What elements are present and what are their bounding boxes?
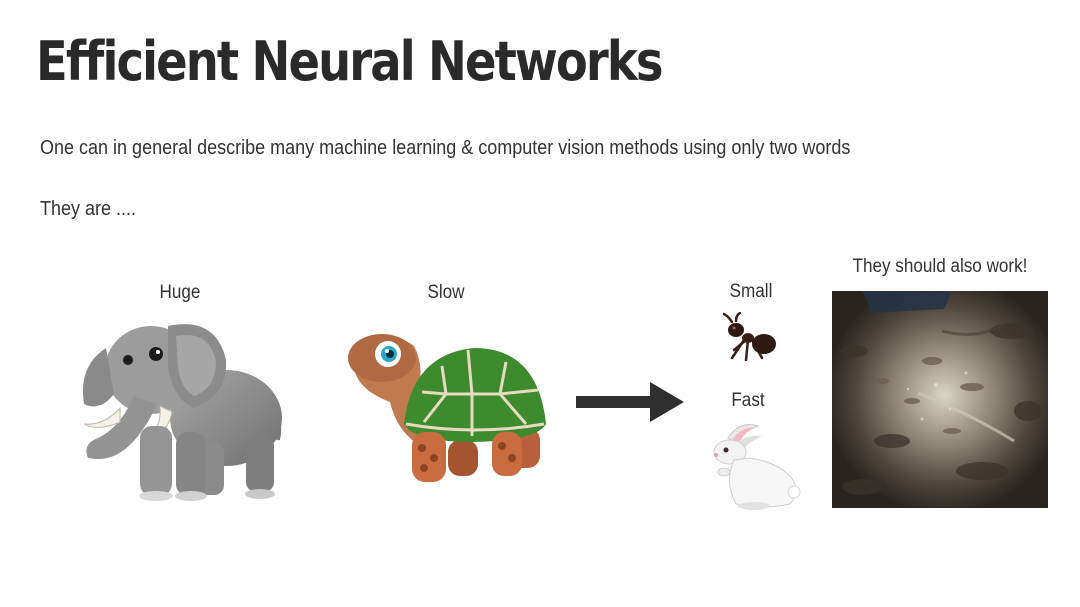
label-work: They should also work! [852,256,1028,277]
label-slow: Slow [427,282,465,303]
label-huge: Huge [159,282,201,303]
label-small: Small [729,281,773,302]
ground-photo [832,291,1048,508]
slide-subtitle: One can in general describe many machine… [40,137,851,159]
right-arrow-icon [576,382,684,422]
slide-lead: They are .... [40,198,137,220]
turtle-icon [342,332,548,496]
slide-title: Efficient Neural Networks [36,30,664,93]
rabbit-icon [710,420,802,510]
label-fast: Fast [731,390,765,411]
elephant-icon [76,308,288,504]
ant-icon [722,312,778,364]
